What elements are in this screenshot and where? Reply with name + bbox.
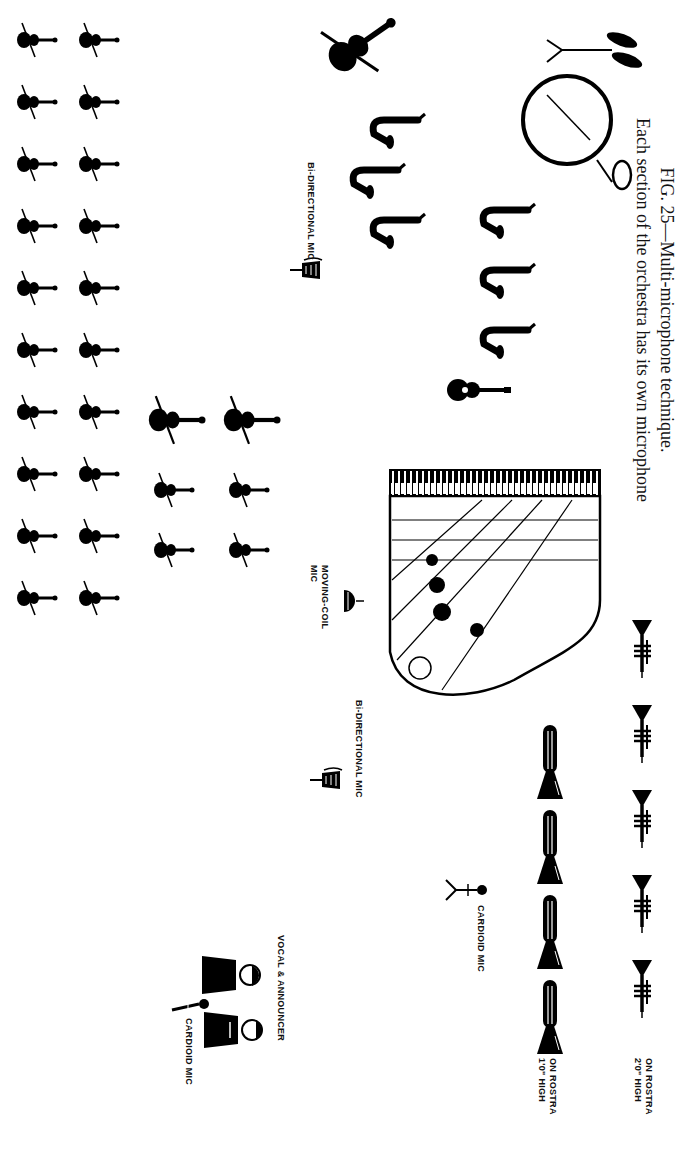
rostra-label: ON ROSTRA 1'0" HIGH: [536, 1058, 558, 1124]
bidirectional-mic: [310, 768, 342, 789]
violin: [79, 23, 120, 57]
violin: [17, 333, 58, 367]
violin: [17, 395, 58, 429]
bidirectional-mic: [290, 258, 322, 279]
saxophone: [483, 204, 535, 239]
performer-label: VOCAL & ANNOUNCER: [275, 935, 286, 1095]
violin: [79, 581, 120, 615]
guitar: [447, 379, 511, 401]
trumpet: [632, 620, 652, 678]
moving-coil-mic: [344, 590, 364, 612]
violin: [79, 457, 120, 491]
cardioid-mic: [446, 880, 487, 900]
trombone: [537, 895, 563, 969]
string-section: [17, 23, 281, 615]
violin: [79, 271, 120, 305]
violin: [79, 85, 120, 119]
trombone: [537, 980, 563, 1054]
trumpet: [632, 960, 652, 1018]
trombone: [537, 810, 563, 884]
rostra-label: ON ROSTRA 2'0" HIGH: [632, 1058, 654, 1124]
violin: [79, 209, 120, 243]
figure-caption: Each section of the orchestra has its ow…: [632, 10, 654, 610]
violin: [79, 395, 120, 429]
violin: [17, 147, 58, 181]
saxophone: [353, 164, 405, 199]
violin: [79, 147, 120, 181]
saxophone: [483, 264, 535, 299]
mic-label: MOVING-COIL MIC: [308, 565, 330, 645]
violin: [17, 271, 58, 305]
trumpet: [632, 875, 652, 933]
saxophone: [483, 324, 535, 359]
saxophone: [373, 114, 425, 149]
mic-label: Bi-DIRECTIONAL MIC: [353, 700, 364, 840]
violin: [17, 209, 58, 243]
drum-kit: [523, 29, 644, 189]
mic-label: Bi-DIRECTIONAL MIC: [305, 120, 316, 260]
saxophone: [373, 214, 425, 249]
trumpet: [632, 705, 652, 763]
violin: [79, 519, 120, 553]
double-bass: [313, 0, 413, 91]
violin: [17, 23, 58, 57]
violin: [17, 581, 58, 615]
trombone: [537, 725, 563, 799]
grand-piano: [390, 470, 600, 695]
mic-label: CARDIOID MIC: [183, 1018, 194, 1108]
trumpet: [632, 790, 652, 848]
violin: [17, 85, 58, 119]
violin: [17, 519, 58, 553]
violin: [17, 457, 58, 491]
figure-title: FIG. 25—Multi-microphone technique.: [656, 20, 678, 600]
violin: [79, 333, 120, 367]
mic-label: CARDIOID MIC: [475, 905, 486, 995]
